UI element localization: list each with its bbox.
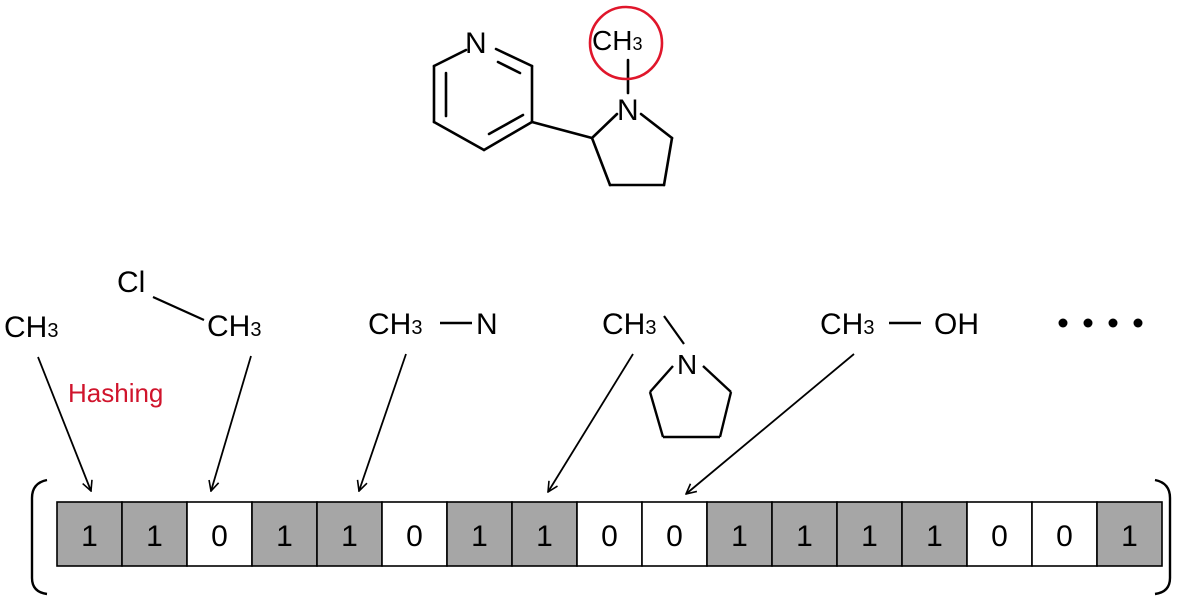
fragment-methanol: CH3 OH bbox=[820, 308, 979, 341]
bit-cell-box bbox=[1031, 501, 1098, 567]
arrow-methanol bbox=[686, 353, 855, 494]
nicotine-molecule bbox=[432, 47, 674, 187]
fragment-pyrrolidine-n: N bbox=[677, 349, 697, 380]
bit-cell: 0 bbox=[576, 501, 643, 567]
bit-cell: 1 bbox=[56, 501, 123, 567]
bit-cell-box bbox=[901, 501, 968, 567]
bit-value: 1 bbox=[536, 520, 553, 553]
bit-cell-box bbox=[56, 501, 123, 567]
bit-cell: 0 bbox=[381, 501, 448, 567]
bit-cell-box bbox=[251, 501, 318, 567]
fragment-methylamine: CH3 N bbox=[368, 308, 498, 341]
bit-value: 1 bbox=[731, 520, 748, 553]
bit-cell: 1 bbox=[446, 501, 513, 567]
bit-cell: 1 bbox=[251, 501, 318, 567]
bit-value: 1 bbox=[471, 520, 488, 553]
bit-value: 0 bbox=[601, 520, 618, 553]
fragment-ch3-oh: CH3 bbox=[820, 308, 874, 341]
bit-value: 1 bbox=[341, 520, 358, 553]
bit-cell-box bbox=[511, 501, 578, 567]
bit-cell: 1 bbox=[316, 501, 383, 567]
fragment-ch3: CH3 bbox=[4, 311, 58, 344]
methyl-highlight-circle bbox=[588, 5, 664, 81]
hash-arrows bbox=[37, 353, 855, 494]
bit-cell-box bbox=[966, 501, 1033, 567]
pyridine-n-label: N bbox=[465, 27, 487, 60]
pyridine-ring bbox=[432, 47, 534, 152]
ring-link-bond bbox=[530, 120, 594, 140]
bit-value: 1 bbox=[1121, 520, 1138, 553]
bit-vector: 1 1 0 1 1 0 1 1 0 0 1 1 1 1 0 0 1 bbox=[56, 501, 1163, 567]
left-bracket bbox=[30, 478, 48, 596]
bit-value: 0 bbox=[406, 520, 423, 553]
bit-cell: 0 bbox=[966, 501, 1033, 567]
bit-cell: 1 bbox=[511, 501, 578, 567]
fragment-n-label: N bbox=[476, 308, 498, 341]
small-pyrrolidine-ring bbox=[648, 365, 733, 439]
arrow-methylpyrrolidine bbox=[548, 353, 634, 492]
bit-value: 0 bbox=[1056, 520, 1073, 553]
bit-cell: 0 bbox=[641, 501, 708, 567]
bit-cell: 0 bbox=[1031, 501, 1098, 567]
fragment-chloroethane: Cl CH3 bbox=[117, 266, 261, 343]
bit-value: 1 bbox=[796, 520, 813, 553]
arrow-chloroethane bbox=[211, 355, 252, 491]
bit-value: 1 bbox=[146, 520, 163, 553]
hashing-label: Hashing bbox=[68, 378, 163, 408]
pyrrolidine-ring bbox=[590, 112, 674, 187]
bit-cell-box bbox=[1096, 501, 1163, 567]
bit-cell: 1 bbox=[771, 501, 838, 567]
arrow-ch3 bbox=[37, 356, 91, 491]
bit-value: 0 bbox=[991, 520, 1008, 553]
bit-cell-box bbox=[641, 501, 708, 567]
bit-cell: 1 bbox=[836, 501, 903, 567]
bit-value: 1 bbox=[81, 520, 98, 553]
arrow-methylamine bbox=[359, 353, 407, 491]
bit-value: 1 bbox=[861, 520, 878, 553]
fragment-cl-label: Cl bbox=[117, 266, 145, 299]
bit-cell-box bbox=[186, 501, 253, 567]
methyl-label: CH3 bbox=[592, 25, 642, 56]
bit-cell: 0 bbox=[186, 501, 253, 567]
fragment-ch3-pyrrolidine: CH3 bbox=[602, 308, 656, 341]
pyrrolidine-n-label: N bbox=[617, 94, 639, 127]
bit-cell: 1 bbox=[121, 501, 188, 567]
fragment-ch3-right: CH3 bbox=[207, 310, 261, 343]
bit-cell-box bbox=[446, 501, 513, 567]
methyl-n-bond bbox=[663, 315, 685, 345]
bit-cell: 1 bbox=[1096, 501, 1163, 567]
right-bracket bbox=[1154, 478, 1172, 596]
bit-value: 0 bbox=[211, 520, 228, 553]
fragment-oh-label: OH bbox=[934, 308, 979, 341]
fragment-ch3-n-ch3: CH3 bbox=[368, 308, 422, 341]
bit-value: 0 bbox=[666, 520, 683, 553]
cl-c-bond bbox=[152, 295, 205, 322]
bit-cell-box bbox=[706, 501, 773, 567]
bit-cell-box bbox=[381, 501, 448, 567]
bit-value: 1 bbox=[926, 520, 943, 553]
bit-cell: 1 bbox=[901, 501, 968, 567]
bit-cell-box bbox=[576, 501, 643, 567]
bit-cell-box bbox=[316, 501, 383, 567]
bit-cell-box bbox=[771, 501, 838, 567]
ellipsis-dots bbox=[1058, 318, 1143, 328]
fragment-n-methylpyrrolidine: CH3 N bbox=[602, 308, 733, 439]
bit-cell-box bbox=[121, 501, 188, 567]
bit-cell: 1 bbox=[706, 501, 773, 567]
bit-value: 1 bbox=[276, 520, 293, 553]
